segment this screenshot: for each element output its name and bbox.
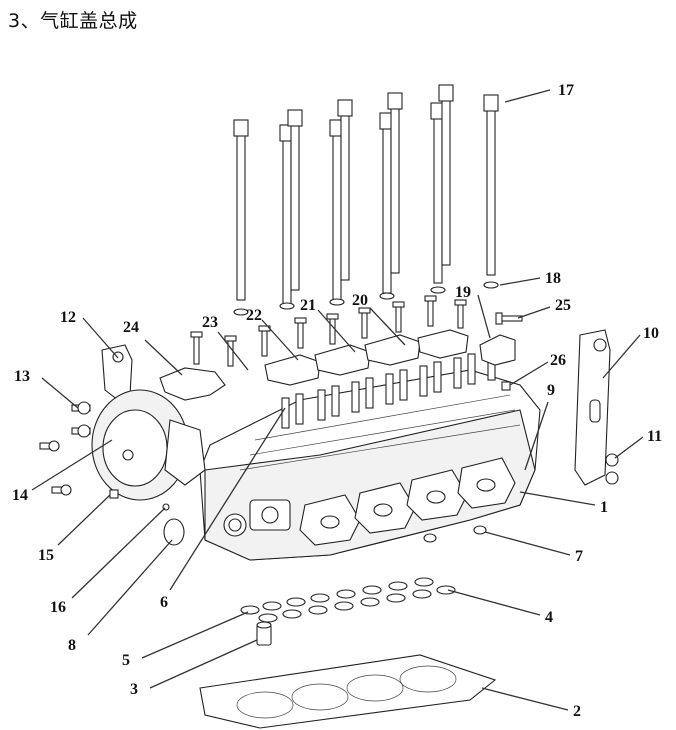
callout-7: 7 bbox=[575, 548, 583, 565]
callout-24: 24 bbox=[123, 319, 139, 336]
callout-8: 8 bbox=[68, 637, 76, 654]
pump-bolts bbox=[39, 401, 119, 499]
callout-labels: 17 18 19 20 21 22 23 24 25 26 10 9 11 12… bbox=[12, 82, 662, 720]
callout-4: 4 bbox=[545, 609, 553, 626]
callout-2: 2 bbox=[573, 703, 581, 720]
callout-17: 17 bbox=[558, 82, 574, 99]
leader-lines bbox=[31, 89, 644, 711]
callout-26: 26 bbox=[550, 352, 566, 369]
valve-stem-seals bbox=[240, 577, 456, 623]
callout-12: 12 bbox=[60, 309, 76, 326]
head-gasket bbox=[199, 654, 497, 729]
callout-21: 21 bbox=[300, 297, 316, 314]
callout-3: 3 bbox=[130, 681, 138, 698]
vacuum-pump bbox=[91, 344, 206, 501]
callout-14: 14 bbox=[12, 487, 28, 504]
callout-5: 5 bbox=[122, 652, 130, 669]
side-bracket bbox=[574, 329, 619, 486]
callout-23: 23 bbox=[202, 314, 218, 331]
valve-springs bbox=[281, 349, 496, 429]
callout-11: 11 bbox=[647, 428, 662, 445]
callout-22: 22 bbox=[246, 307, 262, 324]
callout-15: 15 bbox=[38, 547, 54, 564]
callout-9: 9 bbox=[547, 382, 555, 399]
plug-seal bbox=[163, 518, 185, 546]
callout-13: 13 bbox=[14, 368, 30, 385]
dowel-pin bbox=[501, 381, 511, 391]
callout-20: 20 bbox=[352, 292, 368, 309]
stud-plug bbox=[473, 525, 487, 535]
callout-10: 10 bbox=[643, 325, 659, 342]
bolt-washers bbox=[233, 281, 499, 316]
callout-25: 25 bbox=[555, 297, 571, 314]
callout-1: 1 bbox=[600, 499, 608, 516]
callout-18: 18 bbox=[545, 270, 561, 287]
callout-16: 16 bbox=[50, 599, 66, 616]
callout-6: 6 bbox=[160, 594, 168, 611]
camshaft-caps bbox=[159, 329, 516, 401]
cap-bolts bbox=[190, 295, 523, 367]
dowel-sleeve bbox=[256, 621, 272, 646]
callout-19: 19 bbox=[455, 284, 471, 301]
page-title: 3、气缸盖总成 bbox=[8, 10, 138, 32]
exhaust-ports bbox=[299, 457, 516, 546]
cylinder-head-block bbox=[199, 349, 541, 561]
head-bolts bbox=[233, 84, 499, 306]
